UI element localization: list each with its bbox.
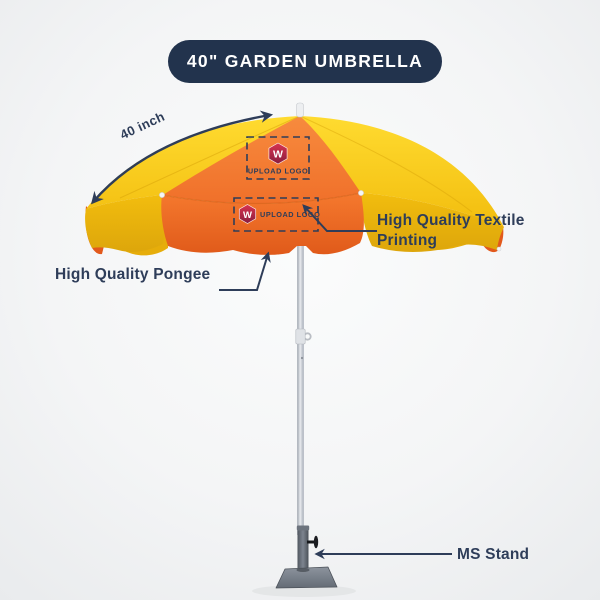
ms-stand-label: MS Stand xyxy=(457,546,530,563)
title-badge-label: 40" GARDEN UMBRELLA xyxy=(186,51,424,71)
pongee-arrow xyxy=(219,251,271,291)
umbrella-pole xyxy=(297,240,304,535)
pongee-label: High Quality Pongee xyxy=(55,266,211,283)
textile-printing-arrow xyxy=(302,204,377,232)
upload-logo-label: UPLOAD LOGO xyxy=(260,210,320,219)
stand-knob xyxy=(307,535,319,549)
ms-stand xyxy=(275,525,338,589)
logo-letter: W xyxy=(243,210,252,221)
pole-clamp xyxy=(295,328,312,345)
textile-printing-line1: High Quality Textile xyxy=(377,212,525,229)
finial-cap xyxy=(296,102,304,118)
logo-letter: W xyxy=(273,149,283,161)
textile-printing-label: High Quality Textile Printing xyxy=(377,211,525,251)
pole-pin xyxy=(300,356,304,360)
dimension-arrow xyxy=(90,110,274,205)
canopy-skirt-front xyxy=(161,193,364,255)
logo-placeholder-front: W UPLOAD LOGO xyxy=(233,197,320,232)
logo-hexagon xyxy=(238,204,257,224)
canopy-skirt-right xyxy=(361,193,504,253)
textile-printing-line2: Printing xyxy=(377,232,438,249)
title-badge: 40" GARDEN UMBRELLA xyxy=(168,40,442,83)
stand-base-plate xyxy=(275,566,338,589)
upload-logo-label: UPLOAD LOGO xyxy=(248,167,308,176)
canopy-skirt-left xyxy=(85,195,165,252)
